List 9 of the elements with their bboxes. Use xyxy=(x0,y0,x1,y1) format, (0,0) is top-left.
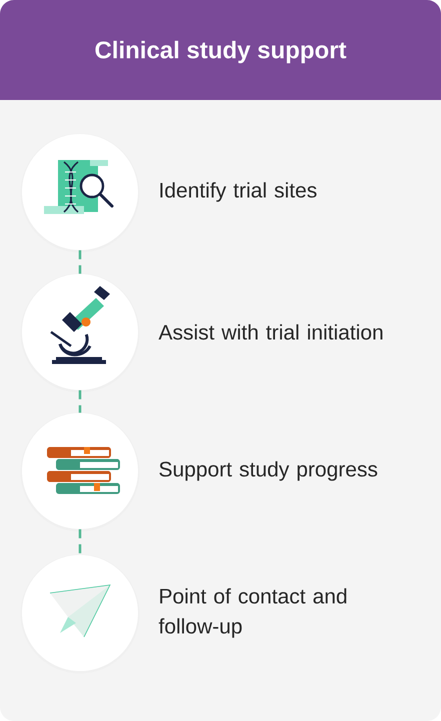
connector-line xyxy=(78,529,82,555)
step-label: Support study progress xyxy=(159,461,378,481)
connector-line xyxy=(78,250,82,274)
step-label: Point of contact and follow-up xyxy=(158,588,346,638)
icon-circle xyxy=(20,274,140,392)
step-label: Identify trial sites xyxy=(160,182,316,202)
header-band: Clinical study support xyxy=(0,0,441,100)
connector-line xyxy=(78,390,82,413)
step-label: Assist with trial initiation xyxy=(158,324,382,340)
